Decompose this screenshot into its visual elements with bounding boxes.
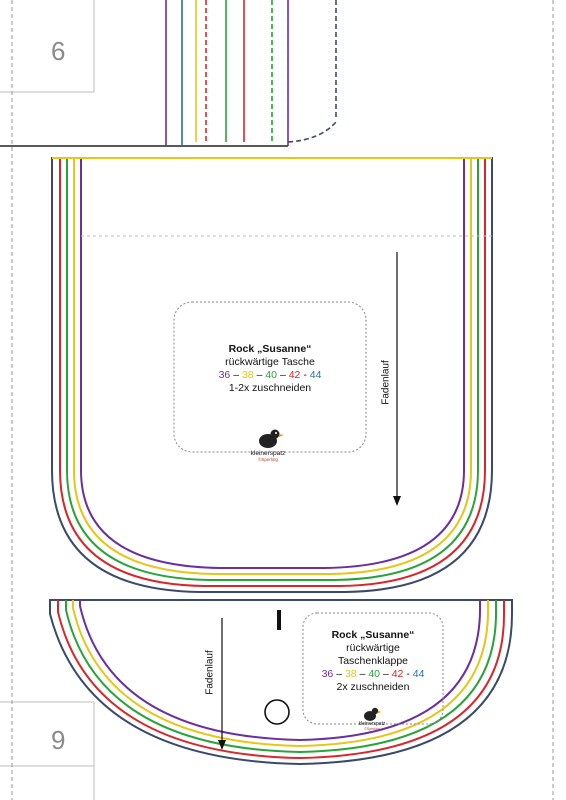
flap-logo-brand: kleinerspatz [358,721,386,727]
flap-subtitle-2: Taschenklappe [337,655,409,667]
flap-sizes: 36 – 38 – 40 – 42 - 44 [306,668,440,681]
pocket-grainline-label: Fadenlauf [380,360,392,405]
pocket-outline-36 [80,158,465,569]
flap-grainline-arrow [218,618,226,750]
flap-grainline-label: Fadenlauf [204,650,216,695]
flap-size-38: 38 [344,668,357,680]
flap-outline-38 [72,600,490,748]
pocket-logo-copyright: ©Sperling [258,457,278,462]
flap-size-36: 36 [321,668,334,680]
pocket-size-42: 42 [288,369,301,381]
upper-piece-lines [0,0,337,147]
size-separator: – [256,369,266,381]
flap-outline-44 [49,599,513,766]
pocket-outline-38 [73,158,472,575]
button-position-mark [264,699,290,725]
flap-center-notch [277,610,281,630]
pocket-label: Rock „Susanne“ rückwärtige Tasche 36 – 3… [184,343,356,395]
flap-cut-instruction: 2x zuschneiden [336,681,410,693]
flap-logo-bird-icon [364,707,382,721]
pocket-sizes: 36 – 38 – 40 – 42 - 44 [184,369,356,382]
size-separator: – [279,369,289,381]
flap-logo: kleinerspatz ©Sperling [352,721,392,731]
pocket-cut-instruction: 1-2x zuschneiden [228,382,312,394]
size-separator: - [406,668,413,680]
pocket-size-40: 40 [265,369,278,381]
flap-size-44: 44 [412,668,425,680]
size-separator: – [382,668,392,680]
pocket-outline-40 [66,158,479,581]
flap-outlines [49,599,513,766]
pocket-outlines [51,157,493,593]
pocket-logo-brand: kleinerspatz [250,450,286,457]
pocket-outline-42 [59,158,486,587]
flap-logo-copyright: ©Sperling [364,727,380,731]
pocket-size-36: 36 [218,369,231,381]
flap-outline-36 [79,600,482,742]
sheet-border-dashed [11,0,554,800]
pocket-logo: kleinerspatz ©Sperling [238,450,298,462]
flap-size-42: 42 [391,668,404,680]
flap-subtitle-1: rückwärtige [346,642,400,654]
page-number-9: 9 [51,725,66,755]
pocket-logo-bird-icon [259,429,284,448]
pocket-label-frame [173,301,367,453]
size-separator: - [303,369,310,381]
pocket-size-38: 38 [241,369,254,381]
flap-size-40: 40 [368,668,381,680]
flap-label: Rock „Susanne“ rückwärtige Taschenklappe… [306,629,440,694]
page-grid [0,0,95,800]
flap-outline-42 [57,600,506,760]
pocket-subtitle: rückwärtige Tasche [225,356,315,368]
flap-outline-40 [65,600,498,754]
size-separator: – [336,668,345,680]
page-number-6: 6 [51,36,66,66]
pocket-outline-44 [51,157,493,593]
pocket-title: Rock „Susanne“ [228,343,312,355]
size-separator: – [359,668,369,680]
flap-label-frame [302,612,444,725]
flap-title: Rock „Susanne“ [331,629,415,641]
pocket-size-44: 44 [309,369,322,381]
size-separator: – [233,369,242,381]
pocket-grainline-arrow [393,252,401,506]
